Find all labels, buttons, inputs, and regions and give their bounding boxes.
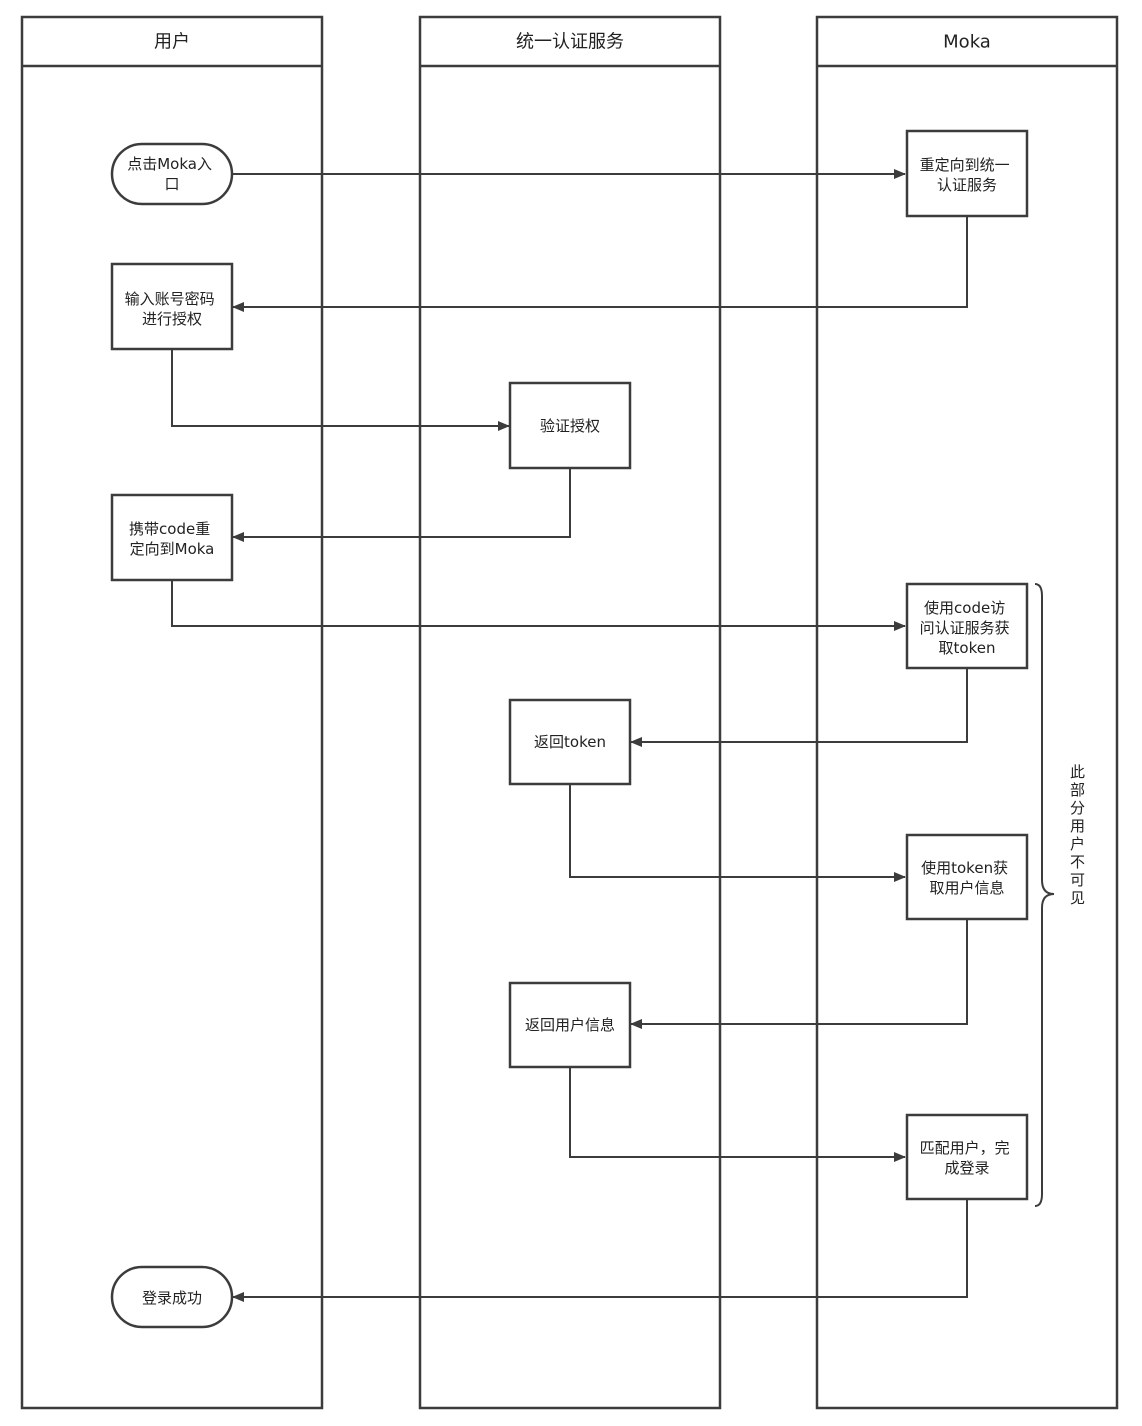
node-redirect-auth: 重定向到统一 认证服务	[905, 129, 1029, 218]
node-return-token: 返回token	[508, 698, 632, 786]
edge-input-account-to-verify-auth	[171, 349, 510, 431]
edge-redirect-code-to-use-code	[171, 580, 906, 631]
node-use-code-shape	[905, 582, 1029, 670]
curly-brace-icon	[1034, 583, 1055, 1207]
edge-match-user-to-login-success	[232, 1199, 968, 1302]
node-input-account-shape	[110, 262, 234, 351]
node-use-token-label: 使用token获 取用户信息	[921, 859, 1013, 897]
node-input-account-label: 输入账号密码 进行授权	[125, 290, 220, 328]
node-use-code: 使用code访 问认证服务获 取token	[905, 582, 1029, 670]
node-use-token-shape	[905, 833, 1029, 921]
node-match-user-label: 匹配用户，完 成登录	[920, 1139, 1015, 1177]
node-redirect-auth-shape	[905, 129, 1029, 218]
node-login-success-shape	[110, 1265, 234, 1329]
lane-user: 用户	[20, 15, 324, 1410]
node-redirect-code-shape	[110, 493, 234, 582]
edge-return-user-to-match-user	[569, 1067, 906, 1162]
connectors	[171, 169, 968, 1302]
node-login-success: 登录成功	[110, 1265, 234, 1329]
node-return-token-label: 返回token	[534, 733, 606, 751]
node-redirect-code: 携带code重 定向到Moka	[110, 493, 234, 582]
node-redirect-code-label: 携带code重 定向到Moka	[129, 520, 215, 558]
lane-auth-title: 统一认证服务	[516, 32, 624, 53]
node-click-entry-shape	[110, 142, 234, 206]
hidden-section-annotation: 此部分用户不可见	[1034, 583, 1086, 1207]
node-return-user-shape	[508, 981, 632, 1069]
node-use-code-label: 使用code访 问认证服务获 取token	[920, 599, 1015, 657]
node-match-user: 匹配用户，完 成登录	[905, 1113, 1029, 1201]
node-click-entry: 点击Moka入 口	[110, 142, 234, 206]
node-verify-auth-shape	[508, 381, 632, 470]
node-verify-auth-label: 验证授权	[540, 417, 600, 435]
node-redirect-auth-label: 重定向到统一 认证服务	[920, 156, 1015, 194]
node-match-user-shape	[905, 1113, 1029, 1201]
node-login-success-label: 登录成功	[142, 1289, 202, 1307]
node-click-entry-label: 点击Moka入 口	[127, 155, 217, 193]
node-input-account: 输入账号密码 进行授权	[110, 262, 234, 351]
node-use-token: 使用token获 取用户信息	[905, 833, 1029, 921]
lane-moka-title: Moka	[943, 32, 991, 53]
node-return-token-shape	[508, 698, 632, 786]
node-return-user: 返回用户信息	[508, 981, 632, 1069]
lane-user-title: 用户	[154, 32, 190, 53]
edge-use-code-to-return-token	[630, 668, 968, 747]
edge-verify-auth-to-redirect-code	[232, 468, 571, 542]
node-verify-auth: 验证授权	[508, 381, 632, 470]
edge-use-token-to-return-user	[630, 919, 968, 1029]
node-return-user-label: 返回用户信息	[525, 1016, 615, 1034]
edge-return-token-to-use-token	[569, 784, 906, 882]
lane-user-frame	[20, 15, 324, 1410]
edge-redirect-auth-to-input-account	[232, 216, 968, 312]
annotation-text: 此部分用户不可见	[1068, 764, 1086, 908]
